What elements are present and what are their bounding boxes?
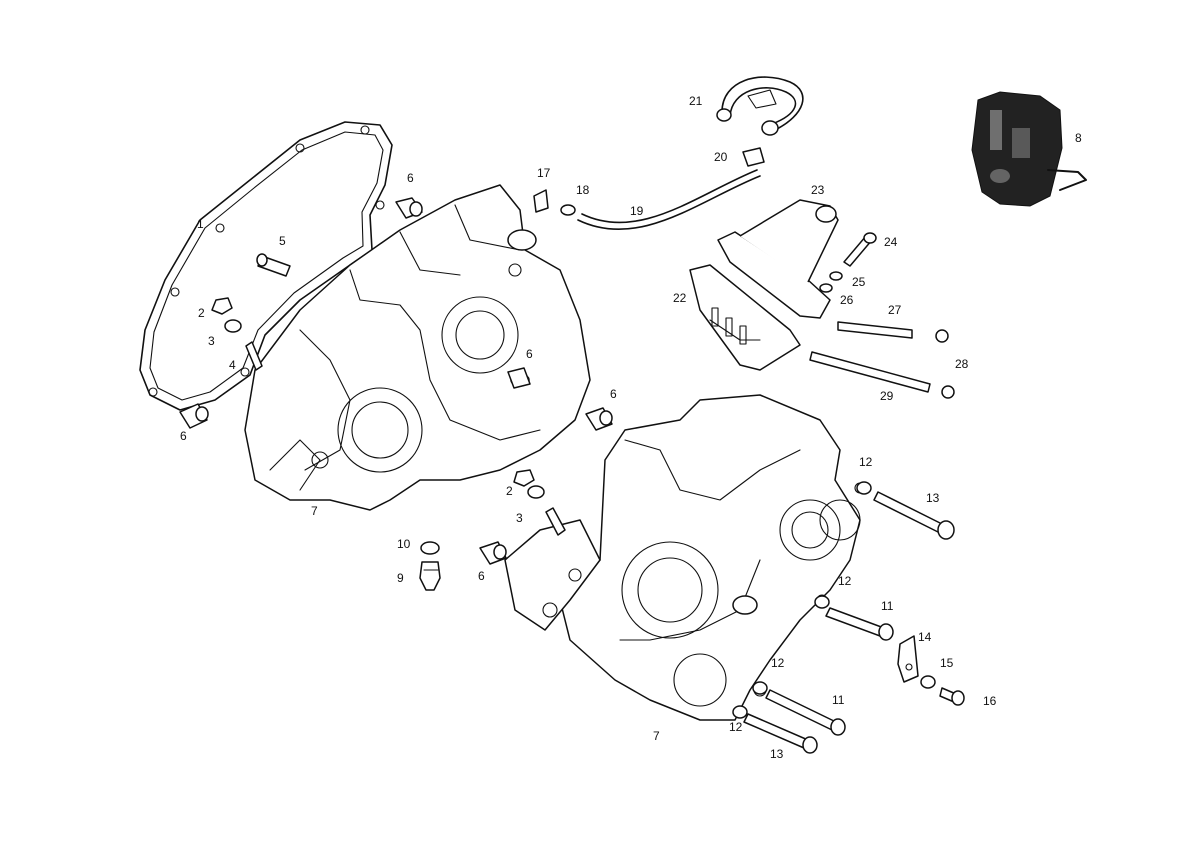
callout-24: 24 <box>884 235 898 249</box>
callout-23: 23 <box>811 183 825 197</box>
callout-8: 8 <box>1075 131 1082 145</box>
callout-9: 9 <box>397 571 404 585</box>
callout-16: 16 <box>983 694 997 708</box>
hose-part-29 <box>809 351 931 393</box>
callout-7-right: 7 <box>653 729 660 743</box>
callout-13-upper: 13 <box>926 491 940 505</box>
bolt-part-13-lower <box>732 705 818 754</box>
callout-11-lower: 11 <box>832 693 845 707</box>
callout-11-upper: 11 <box>881 599 894 613</box>
left-crankcase-part-7 <box>244 184 591 511</box>
washer-part-3-left <box>224 319 242 333</box>
callout-12-b: 12 <box>838 574 852 588</box>
bolt-part-24 <box>843 232 877 267</box>
callout-14: 14 <box>918 630 932 644</box>
callout-20: 20 <box>714 150 728 164</box>
dowel-pin-part-6-inner <box>507 367 531 389</box>
callout-6-left: 6 <box>180 429 187 443</box>
callout-26: 26 <box>840 293 854 307</box>
callout-10: 10 <box>397 537 411 551</box>
callout-6-top: 6 <box>407 171 414 185</box>
stud-part-5 <box>256 253 291 277</box>
screw-part-16 <box>939 687 965 706</box>
callout-27: 27 <box>888 303 902 317</box>
washer-part-10 <box>420 541 440 555</box>
clip-part-18 <box>560 204 576 216</box>
drain-plug-part-9 <box>419 561 441 591</box>
callout-19: 19 <box>630 204 644 218</box>
callout-22: 22 <box>673 291 687 305</box>
dowel-pin-part-6-center <box>585 407 613 431</box>
callout-18: 18 <box>576 183 590 197</box>
bolt-part-11-lower <box>752 681 846 736</box>
callout-4: 4 <box>229 358 236 372</box>
callout-6-lower: 6 <box>478 569 485 583</box>
callout-25: 25 <box>852 275 866 289</box>
stud-part-4 <box>245 341 263 371</box>
callout-12-d: 12 <box>729 720 743 734</box>
callout-28: 28 <box>955 357 969 371</box>
bolt-part-13-upper <box>856 481 955 540</box>
fitting-part-17 <box>533 189 549 213</box>
washer-part-26 <box>819 283 833 293</box>
oil-pump-assembly-part-8 <box>971 91 1087 207</box>
intake-manifold-part-23 <box>717 199 839 319</box>
callout-21: 21 <box>689 94 703 108</box>
clip-part-20 <box>742 147 765 167</box>
callout-2-center: 2 <box>506 484 513 498</box>
clip-part-28-upper <box>935 329 949 343</box>
stud-part-3-center <box>545 507 566 536</box>
gasket-part-1 <box>139 121 393 411</box>
callout-3-center: 3 <box>516 511 523 525</box>
callout-2-left: 2 <box>198 306 205 320</box>
callout-13-lower: 13 <box>770 747 784 761</box>
u-tube-part-21 <box>716 76 804 136</box>
callout-6-center: 6 <box>610 387 617 401</box>
hose-part-27 <box>837 321 913 339</box>
bracket-part-14 <box>897 635 919 683</box>
washer-part-25 <box>829 271 843 281</box>
dowel-pin-part-6-lower <box>479 541 507 565</box>
callout-17: 17 <box>537 166 551 180</box>
hose-part-19 <box>577 169 761 231</box>
callout-12-a: 12 <box>859 455 873 469</box>
nut-part-2-left <box>211 297 233 315</box>
callout-29: 29 <box>880 389 894 403</box>
right-crankcase-part-7 <box>504 394 866 721</box>
nut-part-2-center <box>513 469 545 499</box>
callout-12-c: 12 <box>771 656 785 670</box>
callout-15: 15 <box>940 656 954 670</box>
callout-labels: 1 2 3 4 5 6 6 6 6 6 7 7 8 9 10 2 3 11 11… <box>180 94 1082 761</box>
callout-6-inner: 6 <box>526 347 533 361</box>
callout-7-left: 7 <box>311 504 318 518</box>
dowel-pin-part-6-left <box>179 403 209 429</box>
reed-valve-part-22 <box>689 264 801 371</box>
dowel-pin-part-6-top <box>395 197 423 219</box>
callout-1: 1 <box>197 217 204 231</box>
callout-5: 5 <box>279 234 286 248</box>
washer-part-15 <box>920 675 936 689</box>
clip-part-28-lower <box>941 385 955 399</box>
bolt-part-11-upper <box>814 595 894 641</box>
callout-3-left: 3 <box>208 334 215 348</box>
